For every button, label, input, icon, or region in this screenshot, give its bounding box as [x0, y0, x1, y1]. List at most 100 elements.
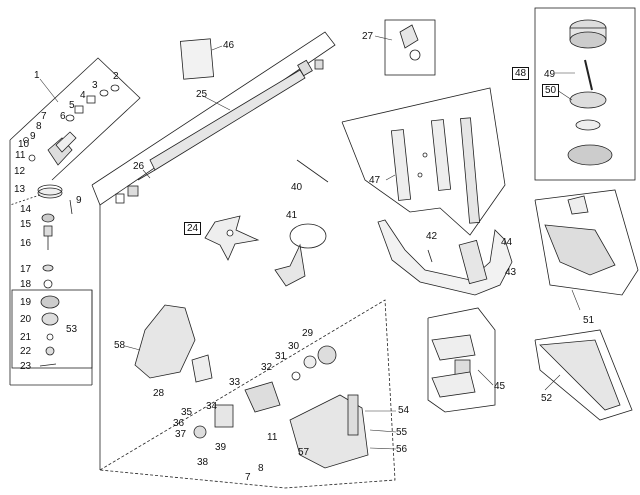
callout-48: 48 — [512, 67, 530, 80]
spool — [569, 91, 607, 109]
bushing — [297, 59, 313, 77]
recoil-starter — [317, 345, 337, 365]
snap-ring — [65, 114, 75, 122]
drive-shaft-tube — [149, 69, 306, 171]
callout-8b: 8 — [258, 463, 264, 474]
callout-24: 24 — [184, 222, 202, 235]
callout-3: 3 — [92, 80, 98, 91]
three-tooth-blade — [204, 215, 260, 261]
handlebar — [377, 219, 513, 296]
outer-case — [567, 144, 613, 166]
clamp-box — [384, 19, 436, 76]
callout-50: 50 — [542, 84, 560, 97]
callout-31: 31 — [275, 351, 287, 362]
callout-14: 14 — [20, 204, 32, 215]
bushing — [314, 59, 324, 70]
nut — [45, 346, 55, 356]
grass-guard — [544, 224, 616, 276]
clamp-lower — [431, 371, 476, 398]
throttle-cable — [460, 117, 481, 224]
callout-51: 51 — [583, 315, 595, 326]
harness-strap — [289, 223, 327, 249]
callout-12: 12 — [14, 166, 26, 177]
washer — [42, 264, 54, 272]
callout-18: 18 — [20, 279, 32, 290]
callout-46: 46 — [223, 40, 235, 51]
bearing — [41, 213, 55, 223]
eyelet — [575, 119, 601, 131]
callout-38: 38 — [197, 457, 209, 468]
bushing — [127, 185, 139, 197]
callout-7b: 7 — [245, 472, 251, 483]
clamp-upper — [431, 334, 476, 361]
callout-39: 39 — [215, 442, 227, 453]
callout-30: 30 — [288, 341, 300, 352]
washer — [46, 333, 54, 341]
blade-guard — [539, 339, 621, 411]
callout-25: 25 — [196, 89, 208, 100]
fuel-cap — [191, 354, 213, 383]
leader-lines — [39, 35, 581, 450]
throttle-housing-left — [390, 129, 412, 201]
callout-21: 21 — [20, 332, 32, 343]
carburetor — [214, 404, 234, 428]
pulley — [303, 355, 317, 369]
clamp — [399, 24, 419, 49]
callout-2: 2 — [113, 71, 119, 82]
callout-9a: 9 — [30, 131, 36, 142]
gear-case-top — [55, 131, 77, 153]
blade-guard-panel — [534, 329, 633, 421]
callout-36: 36 — [173, 418, 185, 429]
drive-shaft-panel — [91, 31, 336, 470]
o-ring — [110, 84, 120, 92]
callout-41: 41 — [286, 210, 298, 221]
callout-33: 33 — [229, 377, 241, 388]
spring — [584, 59, 593, 91]
callout-54: 54 — [398, 405, 410, 416]
callout-13: 13 — [14, 184, 26, 195]
callout-5: 5 — [69, 100, 75, 111]
guard-bracket — [567, 195, 589, 215]
callout-27: 27 — [362, 31, 374, 42]
guard-ring — [37, 187, 63, 199]
callout-23: 23 — [20, 361, 32, 372]
tank-bracket — [347, 394, 359, 436]
callout-7a: 7 — [41, 111, 47, 122]
callout-26: 26 — [133, 161, 145, 172]
spark-plug-cap — [193, 425, 207, 439]
harness-pad — [274, 243, 306, 287]
guard-panel — [534, 189, 639, 296]
grip — [458, 239, 488, 285]
callout-47: 47 — [369, 175, 381, 186]
cylinder — [244, 381, 281, 413]
callout-4: 4 — [80, 90, 86, 101]
callout-53: 53 — [66, 324, 78, 335]
callout-6: 6 — [60, 111, 66, 122]
callout-49: 49 — [544, 69, 556, 80]
callout-57: 57 — [298, 447, 310, 458]
callout-20: 20 — [20, 314, 32, 325]
shaft-collar — [43, 225, 53, 237]
callout-40: 40 — [291, 182, 303, 193]
screw — [28, 154, 36, 162]
callout-58: 58 — [114, 340, 126, 351]
handle-clamp-panel — [427, 307, 496, 413]
cable-tie — [296, 159, 329, 183]
callout-8a: 8 — [36, 121, 42, 132]
clutch-drum — [40, 295, 60, 309]
bearing — [74, 105, 84, 114]
callout-15: 15 — [20, 219, 32, 230]
callout-22: 22 — [20, 346, 32, 357]
gearhead-panel — [9, 57, 141, 386]
bushing — [115, 193, 125, 204]
callout-45: 45 — [494, 381, 506, 392]
washer — [99, 89, 109, 97]
callout-43: 43 — [505, 267, 517, 278]
callout-37: 37 — [175, 429, 187, 440]
callout-28: 28 — [153, 388, 165, 399]
callout-19: 19 — [20, 297, 32, 308]
clutch-subassembly-box — [11, 289, 93, 369]
callout-44: 44 — [501, 237, 513, 248]
